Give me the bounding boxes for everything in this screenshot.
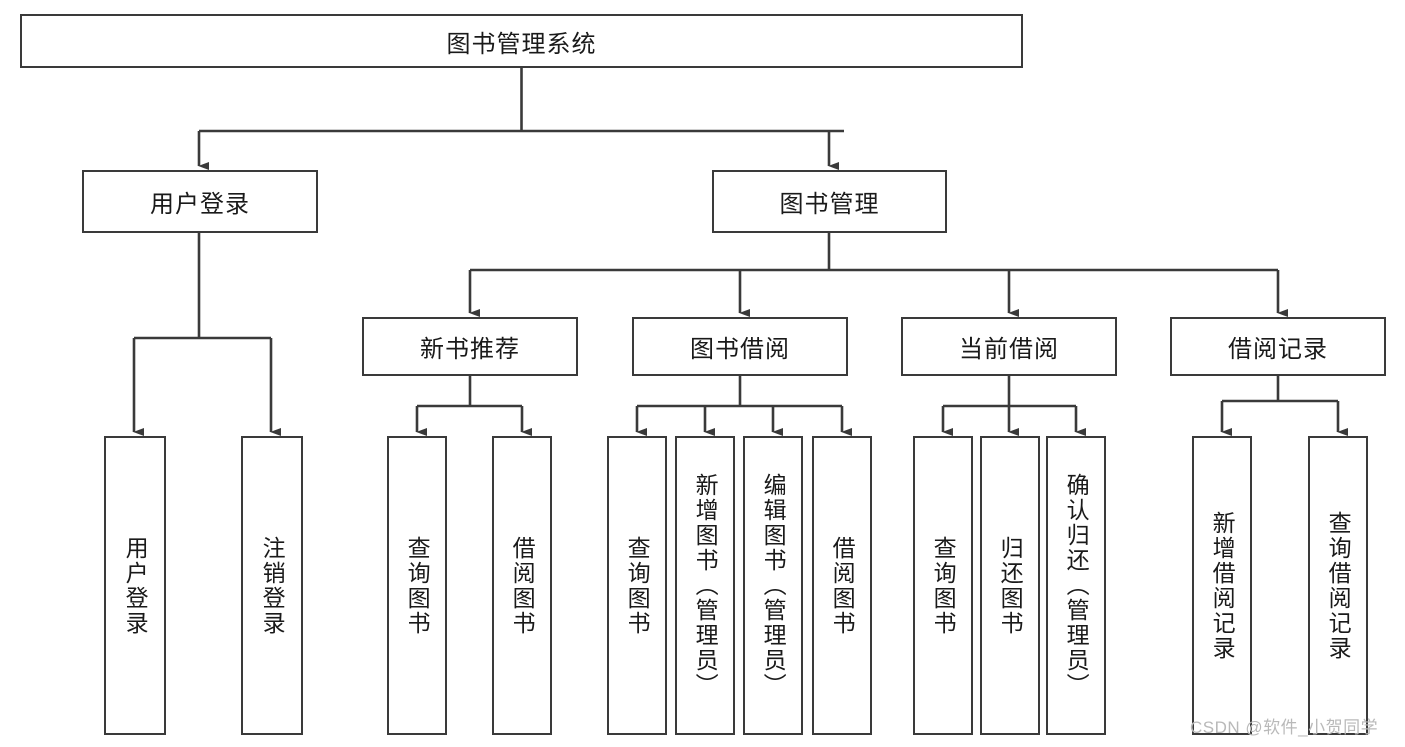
node-current-borrow[interactable]: 当前借阅 <box>901 317 1117 376</box>
node-label: 查询借阅记录 <box>1325 510 1352 661</box>
node-book-manage[interactable]: 图书管理 <box>712 170 947 233</box>
node-leaf-borrow-book-recommend[interactable]: 借阅图书 <box>492 436 552 735</box>
node-leaf-query-borrow-record[interactable]: 查询借阅记录 <box>1308 436 1368 735</box>
node-label: 图书管理系统 <box>446 30 597 58</box>
node-label: 用户登录 <box>122 535 149 636</box>
node-label: 图书管理 <box>779 191 880 218</box>
node-root-book-management-system[interactable]: 图书管理系统 <box>20 14 1023 68</box>
node-label: 用户登录 <box>150 191 250 218</box>
node-label: 编辑图书（管理员） <box>760 473 787 698</box>
node-label: 图书借阅 <box>690 336 790 363</box>
node-leaf-query-book-borrow[interactable]: 查询图书 <box>607 436 667 735</box>
node-label: 查询图书 <box>404 535 431 636</box>
node-leaf-confirm-return-admin[interactable]: 确认归还（管理员） <box>1046 436 1106 735</box>
node-user-login[interactable]: 用户登录 <box>82 170 318 233</box>
node-label: 新增借阅记录 <box>1209 510 1236 661</box>
node-label: 查询图书 <box>624 535 651 636</box>
node-label: 归还图书 <box>997 535 1024 636</box>
node-book-borrow[interactable]: 图书借阅 <box>632 317 848 376</box>
node-leaf-return-book[interactable]: 归还图书 <box>980 436 1040 735</box>
node-leaf-query-book-recommend[interactable]: 查询图书 <box>387 436 447 735</box>
node-leaf-edit-book-admin[interactable]: 编辑图书（管理员） <box>743 436 803 735</box>
node-borrow-record[interactable]: 借阅记录 <box>1170 317 1386 376</box>
node-leaf-borrow-book-borrow[interactable]: 借阅图书 <box>812 436 872 735</box>
csdn-watermark: CSDN @软件_小贺同学 <box>1190 718 1379 737</box>
node-leaf-user-login[interactable]: 用户登录 <box>104 436 166 735</box>
node-leaf-add-borrow-record[interactable]: 新增借阅记录 <box>1192 436 1252 735</box>
node-label: 借阅记录 <box>1228 336 1328 363</box>
node-label: 查询图书 <box>930 535 957 636</box>
node-new-book-recommend[interactable]: 新书推荐 <box>362 317 578 376</box>
node-label: 确认归还（管理员） <box>1063 473 1090 698</box>
node-label: 注销登录 <box>259 535 286 636</box>
node-label: 借阅图书 <box>829 535 856 636</box>
node-label: 新书推荐 <box>420 336 520 363</box>
node-leaf-query-book-current[interactable]: 查询图书 <box>913 436 973 735</box>
node-label: 当前借阅 <box>959 336 1059 363</box>
node-label: 借阅图书 <box>509 535 536 636</box>
node-leaf-user-logout[interactable]: 注销登录 <box>241 436 303 735</box>
node-label: 新增图书（管理员） <box>692 473 719 698</box>
node-leaf-add-book-admin[interactable]: 新增图书（管理员） <box>675 436 735 735</box>
